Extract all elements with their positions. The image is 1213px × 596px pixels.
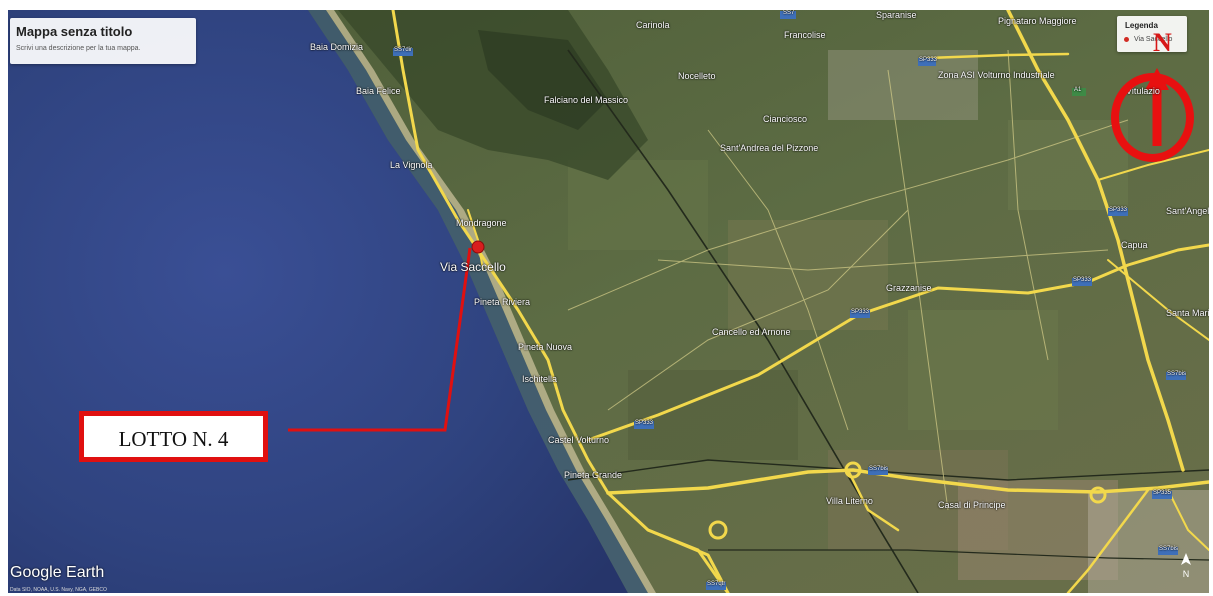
place-label: Nocelleto xyxy=(678,71,716,81)
place-label: Pignataro Maggiore xyxy=(998,16,1077,26)
place-label: Baia Felice xyxy=(356,86,401,96)
place-label: Castel Volturno xyxy=(548,435,610,445)
place-label: Mondragone xyxy=(456,218,507,228)
place-label: Pineta Nuova xyxy=(518,342,573,352)
road-label: SS7bis xyxy=(1159,546,1179,552)
road-label: SS7bis xyxy=(869,466,889,472)
place-label: Sant'Angelo xyxy=(1166,206,1209,216)
legend-panel[interactable]: Legenda Via Saccello xyxy=(1117,16,1187,52)
legend-item[interactable]: Via Saccello xyxy=(1134,36,1173,43)
road-label: SS7dir xyxy=(394,47,413,53)
north-ring-icon xyxy=(1111,73,1194,162)
road-label: SP333 xyxy=(635,420,654,426)
road-label: SP335 xyxy=(1153,490,1172,496)
road-label: SP333 xyxy=(1109,207,1128,213)
legend-heading: Legenda xyxy=(1125,21,1158,30)
map-description[interactable]: Scrivi una descrizione per la tua mappa. xyxy=(16,45,141,52)
place-label: Francolise xyxy=(784,30,826,40)
road-label: SS7 xyxy=(783,10,795,16)
road-label: SP333 xyxy=(851,309,870,315)
location-marker[interactable] xyxy=(471,240,485,254)
place-label: Zona ASI Volturno Industriale xyxy=(938,70,1055,80)
road-label: SS7qtr xyxy=(707,581,726,587)
place-label: Capua xyxy=(1121,240,1148,250)
google-earth-logo: Google Earth xyxy=(10,564,105,581)
svg-text:N: N xyxy=(1183,569,1190,579)
map-title-panel[interactable]: Mappa senza titolo Scrivi una descrizion… xyxy=(10,18,196,64)
road-label: SP333 xyxy=(919,57,938,63)
place-label: Cancello ed Arnone xyxy=(712,327,791,337)
lot-callout: LOTTO N. 4 xyxy=(79,411,268,462)
imagery-attribution: Data SIO, NOAA, U.S. Navy, NGA, GEBCO xyxy=(10,587,107,593)
place-label: Pineta Riviera xyxy=(474,297,531,307)
place-label: Casal di Principe xyxy=(938,500,1006,510)
road-label: A1 xyxy=(1074,87,1082,93)
place-label: Ischitella xyxy=(522,374,558,384)
map-title[interactable]: Mappa senza titolo xyxy=(16,24,133,39)
place-label: Sant'Andrea del Pizzone xyxy=(720,143,819,153)
pin-icon xyxy=(1124,37,1129,42)
place-label: Baia Domizia xyxy=(310,42,364,52)
compass-icon[interactable]: N xyxy=(1178,553,1194,579)
place-label: Falciano del Massico xyxy=(544,95,629,105)
place-label: La Vignola xyxy=(390,160,433,170)
road-label: SP333 xyxy=(1073,277,1092,283)
map-view[interactable]: SS7dir SS7 SP333 SP333 SP333 SP333 A1 SS… xyxy=(8,10,1209,593)
place-label: Carinola xyxy=(636,20,670,30)
place-label: Cianciosco xyxy=(763,114,808,124)
place-label: Pineta Grande xyxy=(564,470,623,480)
place-label: Villa Literno xyxy=(826,496,873,506)
place-label: Sparanise xyxy=(876,10,917,20)
place-label: Via Saccello xyxy=(440,260,506,274)
road-label: SS7bis xyxy=(1167,371,1187,377)
place-label: Grazzanise xyxy=(886,283,932,293)
north-label: N xyxy=(1153,28,1172,57)
lot-label: LOTTO N. 4 xyxy=(118,427,229,451)
place-label: Santa Maria xyxy=(1166,308,1209,318)
